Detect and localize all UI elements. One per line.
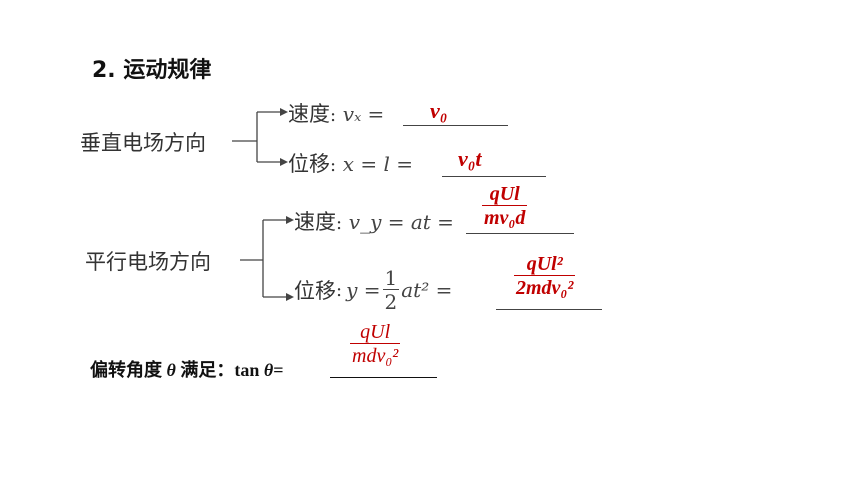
fraction-bar bbox=[482, 205, 528, 206]
theta-symbol: θ bbox=[166, 360, 176, 380]
answer-blank bbox=[442, 176, 546, 177]
answer-blank bbox=[330, 377, 437, 378]
displacement-label: 位移 bbox=[294, 279, 336, 303]
perpendicular-velocity-answer: v₀ bbox=[430, 98, 448, 123]
fraction-bar bbox=[350, 343, 401, 344]
parallel-displacement-row: 位移: y = 1 2 at² = bbox=[294, 266, 453, 314]
perpendicular-displacement-expr: x = l = bbox=[342, 152, 414, 176]
parallel-velocity-row: 速度: v_y = at = bbox=[294, 210, 454, 234]
perpendicular-velocity-row: 速度: vₓ = bbox=[288, 102, 385, 126]
fraction-denominator: mdv₀² bbox=[352, 345, 399, 367]
perpendicular-displacement-row: 位移: x = l = bbox=[288, 152, 414, 176]
section-heading: 2. 运动规律 bbox=[92, 58, 212, 83]
answer-blank bbox=[403, 125, 508, 126]
deflection-label: 偏转角度 bbox=[90, 360, 162, 380]
fraction-numerator: qUl bbox=[360, 321, 391, 343]
parallel-displacement-expr-right: at² = bbox=[401, 278, 453, 302]
displacement-label: 位移 bbox=[288, 152, 330, 176]
parallel-group-label: 平行电场方向 bbox=[85, 250, 211, 274]
answer-blank bbox=[496, 309, 602, 310]
answer-blank bbox=[466, 233, 574, 234]
perpendicular-displacement-answer: v₀t bbox=[458, 146, 482, 171]
theta-symbol: θ bbox=[263, 360, 274, 380]
equals-sign: = bbox=[273, 360, 284, 380]
velocity-label: 速度 bbox=[294, 210, 336, 234]
perpendicular-velocity-expr: vₓ = bbox=[342, 102, 385, 126]
deflection-answer: qUl mdv₀² bbox=[350, 321, 401, 367]
parallel-displacement-expr-left: y = bbox=[346, 278, 381, 302]
parallel-velocity-expr: v_y = at = bbox=[348, 210, 454, 234]
fraction-denominator: 2 bbox=[384, 290, 398, 314]
deflection-condition: 偏转角度 θ 满足：tan θ= bbox=[90, 356, 283, 382]
fraction-denominator: 2mdv₀² bbox=[516, 277, 574, 299]
fraction-numerator: 1 bbox=[384, 266, 398, 290]
parallel-displacement-answer: qUl² 2mdv₀² bbox=[514, 253, 576, 299]
fraction-numerator: qUl bbox=[489, 183, 520, 205]
parallel-velocity-answer: qUl mv₀d bbox=[482, 183, 528, 229]
fraction-denominator: mv₀d bbox=[484, 207, 526, 229]
fraction-bar bbox=[382, 289, 400, 290]
perpendicular-group-label: 垂直电场方向 bbox=[80, 131, 206, 155]
fraction-numerator: qUl² bbox=[526, 253, 563, 275]
velocity-label: 速度 bbox=[288, 102, 330, 126]
fraction-bar bbox=[514, 275, 576, 276]
deflection-satisfies: 满足：tan bbox=[180, 360, 260, 380]
